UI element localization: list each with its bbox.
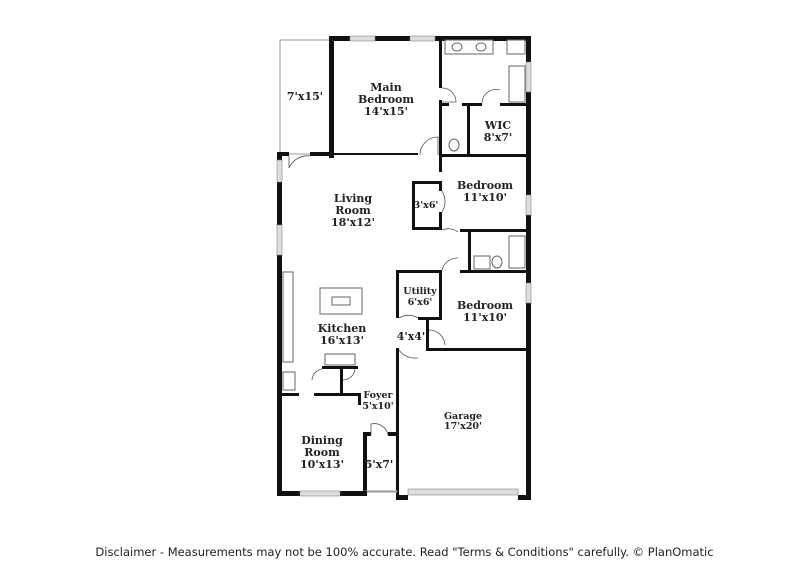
wic-name: WIC xyxy=(484,119,511,132)
entry-size: 5'x7' xyxy=(365,458,394,471)
dining-room-size: 10'x13' xyxy=(300,458,344,471)
foyer-name: Foyer xyxy=(363,390,393,401)
wic-size: 8'x7' xyxy=(484,131,513,144)
living-room-size: 18'x12' xyxy=(331,216,375,229)
room-labels: 7'x15' Main Bedroom 14'x15' WIC 8'x7' Li… xyxy=(287,81,514,471)
utility-size: 6'x6' xyxy=(408,297,433,308)
main-bedroom-name2: Bedroom xyxy=(358,93,414,106)
bedroom2-name: Bedroom xyxy=(457,179,513,192)
bedroom3-size: 11'x10' xyxy=(463,311,507,324)
foyer-size: 5'x10' xyxy=(362,401,393,412)
disclaimer-text: Disclaimer - Measurements may not be 100… xyxy=(95,545,714,559)
closet-size: 3'x6' xyxy=(414,200,439,211)
main-bedroom-size: 14'x15' xyxy=(364,105,408,118)
dining-room-name1: Dining xyxy=(301,434,343,447)
walls xyxy=(276,35,532,500)
living-room-name1: Living xyxy=(334,192,372,205)
kitchen-name: Kitchen xyxy=(318,322,367,335)
porch-size: 7'x15' xyxy=(287,90,323,103)
bedroom2-size: 11'x10' xyxy=(463,191,507,204)
garage-size: 17'x20' xyxy=(444,421,482,432)
kitchen-size: 16'x13' xyxy=(320,334,364,347)
bedroom3-name: Bedroom xyxy=(457,299,513,312)
living-room-name2: Room xyxy=(335,204,371,217)
hall-size: 4'x4' xyxy=(397,330,426,343)
main-bedroom-name1: Main xyxy=(370,81,401,94)
utility-name: Utility xyxy=(403,286,437,297)
fixtures xyxy=(282,39,526,391)
dining-room-name2: Room xyxy=(304,446,340,459)
doors xyxy=(288,87,501,436)
garage-name: Garage xyxy=(444,411,482,422)
